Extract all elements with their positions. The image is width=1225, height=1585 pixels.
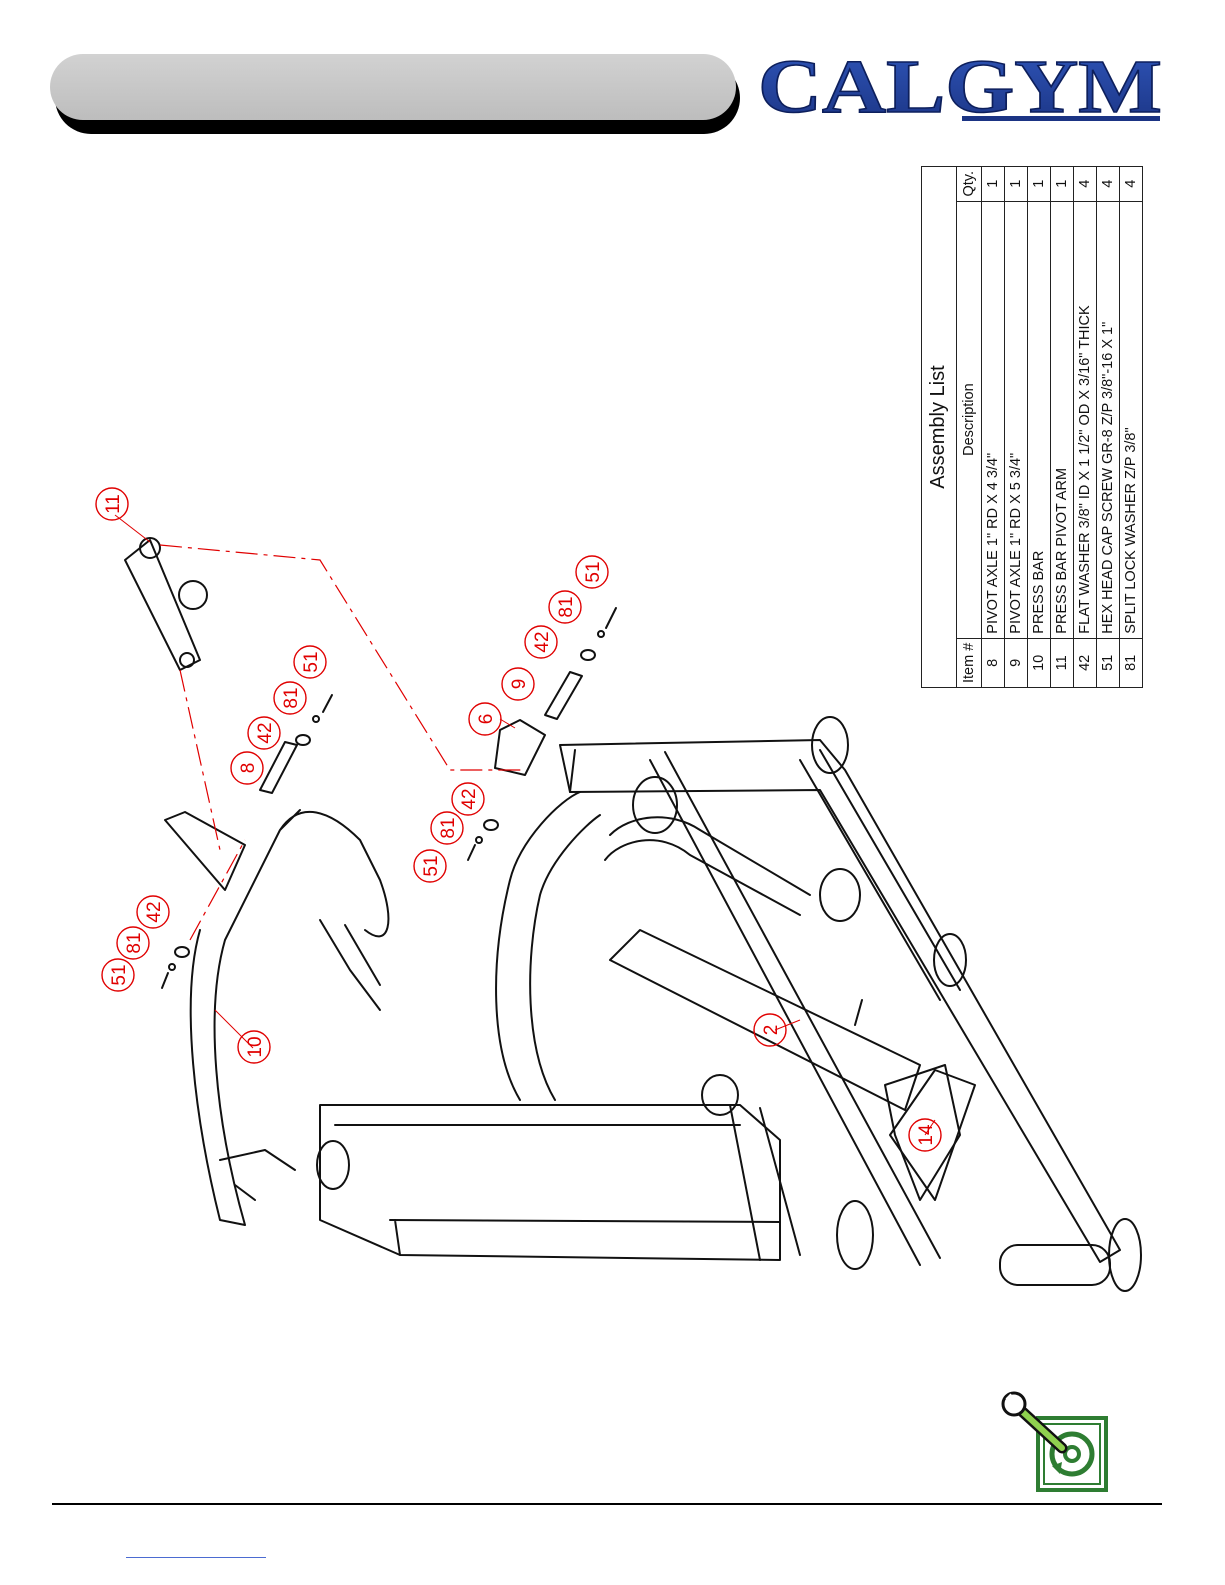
callout-51: 51 [421,855,442,876]
frame-crossbar [799,749,961,1001]
callout-81: 81 [124,932,145,953]
callout-51: 51 [109,964,130,985]
callout-14: 14 [916,1124,937,1146]
callout-8: 8 [238,763,259,774]
callout-11: 11 [103,494,124,514]
calgym-logo: CALGYM [757,50,1163,130]
frame-rail-right [569,749,576,793]
press-bar-handle-lower [219,1149,296,1201]
press-bar-bracket [164,811,246,891]
reference-line-3 [189,839,246,941]
back-tube [604,816,811,916]
footer-link-underline[interactable] [126,1557,266,1558]
callout-9: 9 [509,679,530,690]
callout-81: 81 [438,817,459,838]
callout-2: 2 [761,1025,782,1036]
callout-81: 81 [556,596,577,617]
callout-81: 81 [281,687,302,708]
callout-51: 51 [301,651,322,672]
header-bar [50,54,736,120]
pivot-axle-8 [259,741,298,794]
wrench-assembly-icon [1001,1391,1108,1492]
callout-42: 42 [255,722,276,743]
base-upright [729,1104,801,1261]
frame-upright [649,751,941,1266]
plate-14 [889,1069,976,1201]
callout-42: 42 [144,901,165,922]
base-frame [319,1104,781,1261]
footer-rule [52,1503,1162,1505]
callout-51: 51 [583,561,604,582]
seat-pad-back [884,1064,961,1201]
bracket-6 [494,719,546,776]
press-bar-10 [189,809,390,1226]
callout-42: 42 [459,788,480,809]
pivot-arm-11 [124,539,201,671]
callout-10: 10 [245,1036,266,1057]
pivot-axle-9 [544,671,583,720]
callout-42: 42 [532,631,553,652]
press-bar-handle-upper [319,919,381,1011]
reference-line-2 [179,669,221,851]
base-inner [334,1124,781,1256]
callout-6: 6 [476,714,497,725]
seat-pad [609,929,921,1111]
rear-curved-tube [495,791,601,1101]
reference-line-1 [159,544,525,771]
